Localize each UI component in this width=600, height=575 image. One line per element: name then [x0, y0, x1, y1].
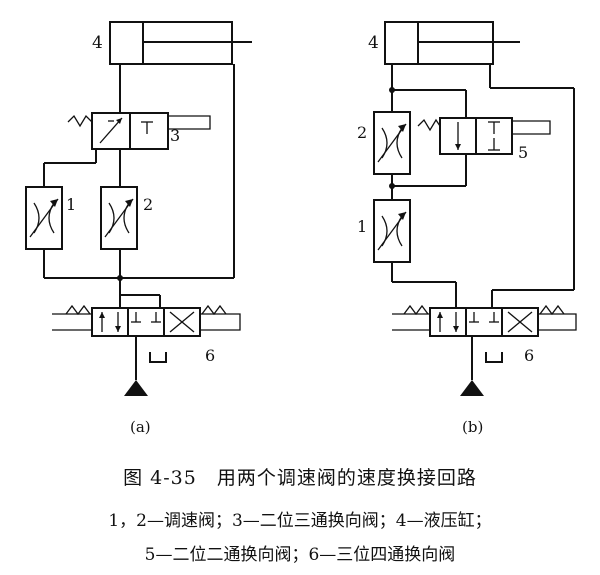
cylinder-label-a: 4 [92, 33, 103, 53]
two-position-three-way-valve [67, 112, 211, 150]
flow-control-valve-2a [100, 186, 138, 250]
figure-title: 图 4-35 用两个调速阀的速度换接回路 [123, 467, 477, 489]
throttle-label-1b: 1 [357, 217, 367, 236]
sublabel-a: (a) [130, 418, 151, 436]
valve5-label: 5 [518, 143, 528, 162]
sublabel-b: (b) [462, 418, 483, 436]
flow-control-valve-2b [373, 111, 411, 175]
figure-legend-line-1: 1，2—调速阀；3—二位三通换向阀；4—液压缸； [108, 511, 492, 531]
piping-a [43, 64, 235, 396]
valve3-label: 3 [170, 126, 180, 145]
valve6-label-b: 6 [524, 346, 534, 365]
two-position-two-way-valve [417, 117, 551, 155]
throttle-label-2a: 2 [143, 195, 153, 214]
cylinder-label-b: 4 [368, 33, 379, 53]
hydraulic-cylinder-b [384, 21, 520, 65]
valve6-label-a: 6 [205, 346, 215, 365]
piping-b [389, 64, 575, 396]
hydraulic-cylinder-a [109, 21, 252, 65]
figure-legend-line-2: 5—二位二通换向阀；6—三位四通换向阀 [144, 545, 456, 565]
flow-control-valve-1a [25, 186, 63, 250]
throttle-label-1a: 1 [66, 195, 76, 214]
three-position-four-way-valve-b [392, 304, 577, 337]
diagram-a: 4 3 1 2 [25, 21, 252, 436]
hydraulic-diagram: 4 3 1 2 [25, 21, 577, 436]
flow-control-valve-1b [373, 199, 411, 263]
throttle-label-2b: 2 [357, 123, 367, 142]
three-position-four-way-valve-a [52, 304, 241, 337]
diagram-b: 4 2 1 5 [357, 21, 577, 436]
